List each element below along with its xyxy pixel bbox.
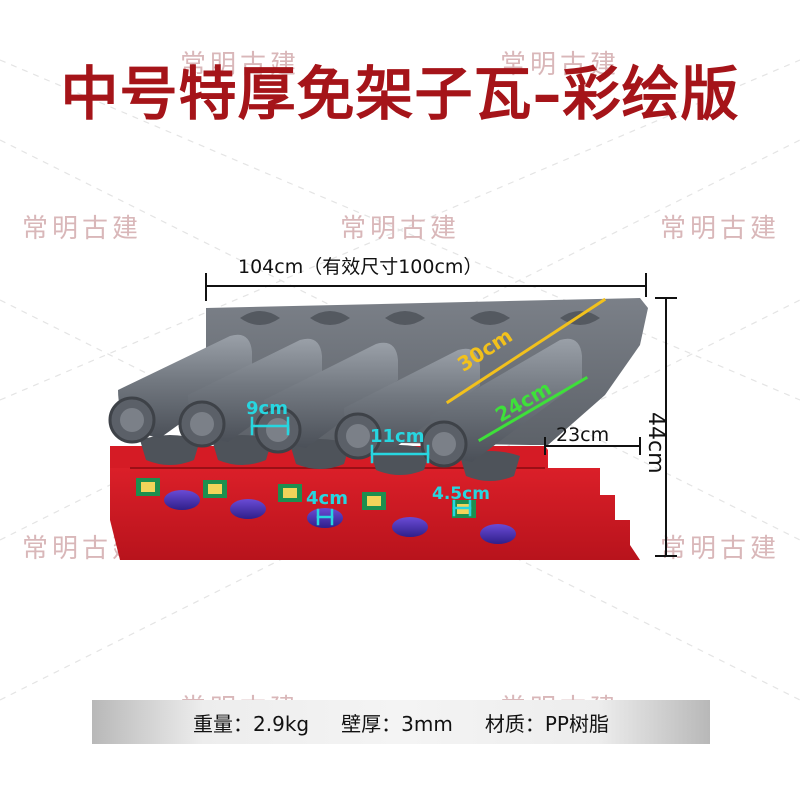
watermark-top-left: 常明古建	[180, 50, 301, 80]
watermark-mid-left: 常明古建	[22, 214, 143, 244]
spec-thickness-value: 3mm	[401, 711, 453, 736]
watermark-mid-right: 常明古建	[660, 214, 781, 244]
spec-bar: 重量：2.9kg 壁厚：3mm 材质：PP树脂	[92, 700, 710, 744]
spec-thickness-label: 壁厚	[341, 711, 382, 736]
dimension-block-width-2: 4.5cm	[432, 484, 490, 504]
spec-weight-value: 2.9kg	[253, 711, 310, 736]
dimension-height: 44cm	[643, 412, 668, 474]
spec-material: 材质：PP树脂	[484, 711, 609, 736]
dimension-tile-width: 9cm	[246, 398, 288, 419]
watermark-low-right: 常明古建	[660, 534, 781, 564]
spec-thickness: 壁厚：3mm	[341, 711, 453, 736]
dimension-lines	[205, 273, 677, 557]
spec-weight-label: 重量	[193, 711, 234, 736]
dimension-total-width: 104cm（有效尺寸100cm）	[238, 256, 483, 278]
watermark-top-center: 常明古建	[500, 50, 621, 80]
tile-end-rosettes	[108, 396, 468, 468]
dimension-gap-width: 11cm	[370, 426, 425, 447]
dimension-depth: 23cm	[556, 424, 610, 446]
spec-material-label: 材质	[484, 711, 525, 736]
watermark-mid-center: 常明古建	[340, 214, 461, 244]
spec-material-value: PP树脂	[544, 711, 609, 736]
spec-weight: 重量：2.9kg	[193, 711, 310, 736]
product-title: 中号特厚免架子瓦–彩绘版	[60, 60, 740, 128]
dimension-block-width: 4cm	[306, 488, 348, 509]
